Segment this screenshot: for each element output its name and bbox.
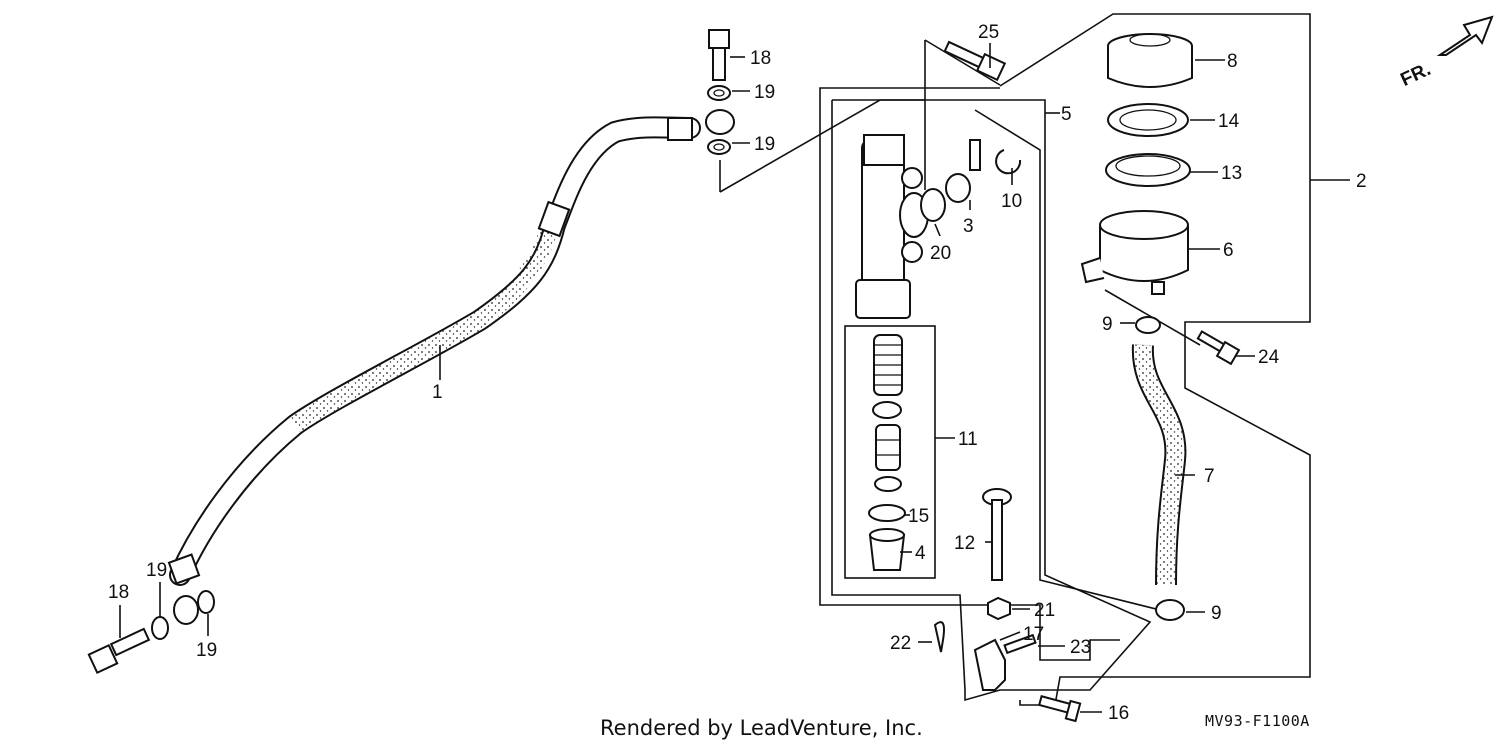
callout-18-bottom: 18 xyxy=(108,582,129,603)
footer-credit: Rendered by LeadVenture, Inc. xyxy=(600,716,923,740)
callout-9-upper: 9 xyxy=(1102,314,1113,335)
callout-19-top-1: 19 xyxy=(754,82,775,103)
callout-21: 21 xyxy=(1034,600,1055,621)
callout-24: 24 xyxy=(1258,347,1280,368)
joint-pin-23 xyxy=(1003,633,1037,655)
push-rod xyxy=(982,488,1012,581)
callout-5: 5 xyxy=(1061,104,1072,125)
assembly-outline-5 xyxy=(819,87,1152,702)
callout-labels: 1 2 3 4 5 6 7 8 9 9 10 11 12 13 14 15 16… xyxy=(108,22,1367,724)
sealing-washer-bottom-2 xyxy=(197,590,215,614)
reservoir-tank xyxy=(1080,210,1189,295)
reservoir-hose xyxy=(1131,344,1187,586)
banjo-bolt-top xyxy=(708,29,730,81)
callout-18-top: 18 xyxy=(750,48,771,69)
direction-label: FR. xyxy=(1398,59,1435,91)
joint-pin-16 xyxy=(1037,695,1082,723)
hose-clip-lower xyxy=(1155,599,1185,621)
diaphragm xyxy=(1105,153,1191,187)
callout-13: 13 xyxy=(1221,163,1242,184)
callout-19-bottom-2: 19 xyxy=(196,640,217,661)
piston-set xyxy=(868,334,906,571)
hose-joint xyxy=(945,139,981,203)
lock-nut xyxy=(987,596,1011,621)
callout-15: 15 xyxy=(908,506,929,527)
o-ring xyxy=(920,188,946,222)
callout-19-bottom-1: 19 xyxy=(146,560,167,581)
sealing-washer-bottom-1 xyxy=(151,616,169,640)
cotter-pin xyxy=(933,621,945,653)
leader-lines xyxy=(119,43,1350,713)
diagram-code: MV93-F1100A xyxy=(1205,712,1310,730)
callout-2: 2 xyxy=(1356,171,1367,192)
callout-6: 6 xyxy=(1223,240,1234,261)
banjo-bolt-bottom xyxy=(87,627,151,675)
callout-8: 8 xyxy=(1227,51,1238,72)
callout-1: 1 xyxy=(432,382,443,403)
master-cylinder-body xyxy=(855,134,929,319)
brake-hose xyxy=(167,109,735,625)
diaphragm-plate xyxy=(1107,103,1189,137)
callout-19-top-2: 19 xyxy=(754,134,775,155)
sealing-washer-top-2 xyxy=(707,139,731,155)
callout-20: 20 xyxy=(930,243,951,264)
callout-22: 22 xyxy=(890,633,911,654)
callout-17: 17 xyxy=(1023,624,1044,645)
callout-14: 14 xyxy=(1218,111,1240,132)
callout-11: 11 xyxy=(958,429,978,450)
callout-7: 7 xyxy=(1204,466,1215,487)
bolt-25 xyxy=(943,40,1007,82)
callout-9-lower: 9 xyxy=(1211,603,1222,624)
bracket xyxy=(973,638,1006,691)
circlip xyxy=(995,149,1022,175)
callout-25: 25 xyxy=(978,22,999,43)
assembly-outline-11 xyxy=(844,325,936,579)
callout-4: 4 xyxy=(915,543,926,564)
hose-clip-upper xyxy=(1135,316,1161,334)
reservoir-cap xyxy=(1107,33,1193,88)
sealing-washer-top-1 xyxy=(707,85,731,101)
callout-3: 3 xyxy=(963,216,974,237)
callout-12: 12 xyxy=(954,533,975,554)
callout-16: 16 xyxy=(1108,703,1129,724)
reservoir-bolt xyxy=(1196,330,1241,366)
front-direction-arrow-icon: FR. xyxy=(1398,15,1494,91)
callout-23: 23 xyxy=(1070,637,1091,658)
callout-10: 10 xyxy=(1001,191,1022,212)
